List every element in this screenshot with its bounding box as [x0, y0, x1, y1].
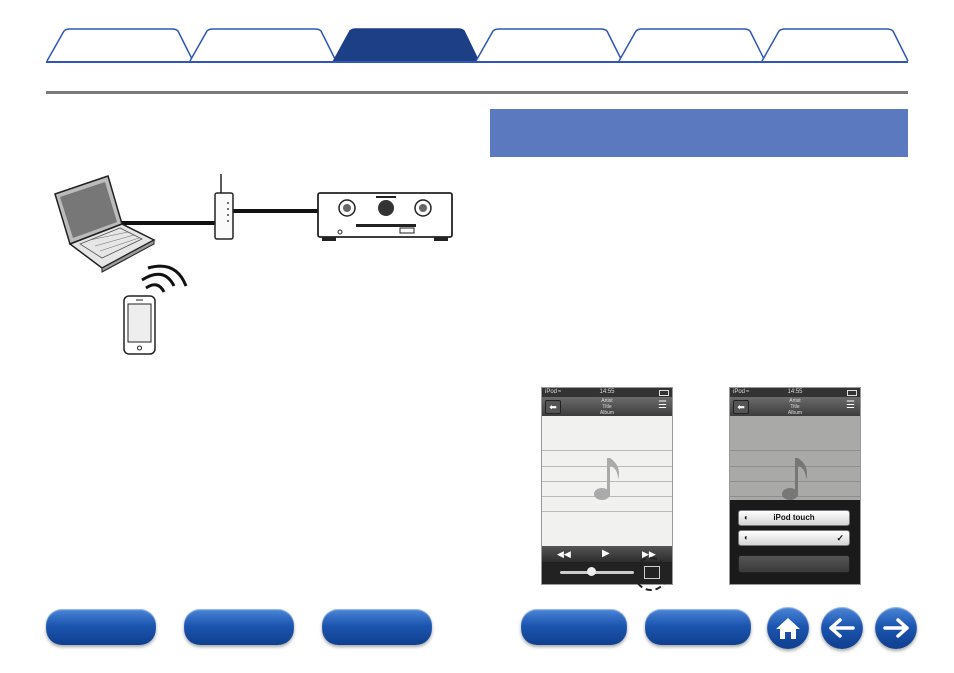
- status-time: 14:55: [787, 389, 803, 395]
- nav-album: Album: [787, 410, 803, 416]
- footer-button-1[interactable]: [46, 609, 156, 645]
- back-icon[interactable]: ⬅: [545, 400, 561, 414]
- airplay-action-sheet: ◐ iPod touch ◐ ✓: [730, 500, 860, 584]
- airplay-option-receiver[interactable]: ◐ ✓: [738, 530, 850, 546]
- nav-artist: Artist: [789, 398, 801, 404]
- volume-slider-track[interactable]: [560, 571, 634, 574]
- section-heading-bar: [490, 109, 908, 157]
- av-receiver-icon: [317, 192, 453, 241]
- checkmark-icon: ✓: [836, 533, 844, 543]
- home-icon: [776, 618, 800, 639]
- status-device-label: iPod: [733, 389, 746, 395]
- speaker-icon: ◐: [744, 513, 749, 522]
- back-icon[interactable]: ⬅: [733, 400, 749, 414]
- status-device-label: iPod: [545, 389, 558, 395]
- router-icon: [214, 174, 234, 240]
- tab-baseline: [46, 61, 908, 63]
- tab-3-active[interactable]: [332, 28, 480, 62]
- tab-6-shape: [761, 28, 909, 62]
- nav-album: Album: [599, 410, 615, 416]
- airplay-option-ipod-touch[interactable]: ◐ iPod touch: [738, 510, 850, 526]
- smartphone-icon: [123, 295, 156, 355]
- nav-title: Title: [790, 404, 800, 410]
- tab-4[interactable]: [475, 28, 623, 62]
- list-icon[interactable]: ☰: [658, 400, 667, 411]
- footer-button-2[interactable]: [184, 609, 294, 645]
- tab-1-shape: [46, 28, 194, 62]
- section-divider: [46, 91, 908, 94]
- artwork-area-dimmed: [730, 416, 860, 500]
- list-icon[interactable]: ☰: [846, 400, 855, 411]
- nav-artist: Artist: [601, 398, 613, 404]
- music-note-icon: [594, 458, 619, 500]
- footer-button-5[interactable]: [645, 609, 751, 645]
- tab-6[interactable]: [761, 28, 909, 62]
- home-button[interactable]: [767, 607, 809, 649]
- footer-button-4[interactable]: [521, 609, 627, 645]
- speaker-icon: ◐: [744, 533, 749, 542]
- now-playing-navbar: ⬅ Artist Title Album ☰: [730, 397, 860, 416]
- battery-icon: [847, 390, 857, 396]
- tab-3-shape: [332, 28, 480, 62]
- status-bar: iPod ≈ 14:55: [542, 388, 672, 397]
- tab-4-shape: [475, 28, 623, 62]
- wireless-signal-icon: [141, 264, 188, 293]
- nav-title: Title: [602, 404, 612, 410]
- forward-button[interactable]: [875, 607, 917, 649]
- screenshot-now-playing: iPod ≈ 14:55 ⬅ Artist Title Album ☰ ◀◀ ▶…: [541, 387, 673, 585]
- tab-1[interactable]: [46, 28, 194, 62]
- now-playing-navbar: ⬅ Artist Title Album ☰: [542, 397, 672, 416]
- option-label: iPod touch: [773, 513, 815, 522]
- volume-slider-thumb[interactable]: [587, 567, 596, 576]
- network-diagram: [54, 174, 453, 355]
- battery-icon: [659, 390, 669, 396]
- back-button[interactable]: [821, 607, 863, 649]
- transport-controls: ◀◀ ▶ ▶▶: [542, 546, 672, 562]
- play-icon[interactable]: ▶: [602, 548, 610, 559]
- wifi-icon: ≈: [558, 389, 562, 395]
- tab-2[interactable]: [189, 28, 337, 62]
- tab-5-shape: [618, 28, 766, 62]
- tab-2-shape: [189, 28, 337, 62]
- cancel-button[interactable]: [738, 555, 850, 573]
- status-bar: iPod ≈ 14:55: [730, 388, 860, 397]
- back-arrow-icon: [829, 618, 855, 638]
- rewind-icon[interactable]: ◀◀: [557, 549, 571, 559]
- airplay-highlight-circle: [634, 557, 668, 591]
- laptop-icon: [54, 175, 156, 273]
- tab-5[interactable]: [618, 28, 766, 62]
- music-note-icon: [782, 458, 807, 500]
- screenshot-airplay-menu: iPod ≈ 14:55 ⬅ Artist Title Album ☰ ◐ iP…: [729, 387, 861, 585]
- wifi-icon: ≈: [746, 389, 750, 395]
- footer-button-3[interactable]: [322, 609, 432, 645]
- status-time: 14:55: [599, 389, 615, 395]
- fast-forward-icon[interactable]: ▶▶: [642, 549, 656, 559]
- artwork-area: [542, 416, 672, 546]
- forward-arrow-icon: [883, 618, 909, 638]
